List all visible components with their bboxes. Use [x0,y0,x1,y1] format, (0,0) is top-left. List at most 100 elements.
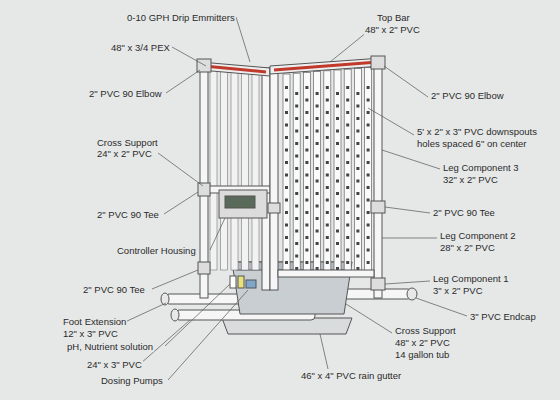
plant-hole [356,192,359,195]
plant-hole [336,217,339,220]
callout-label: holes spaced 6" on center [416,138,528,149]
callout-label: 3" PVC Endcap [469,311,537,322]
plant-hole [295,205,298,208]
plant-hole [316,242,319,245]
plant-hole [305,111,308,114]
elbow [371,56,385,69]
downspout [324,71,331,274]
plant-hole [346,111,349,114]
pex-line [274,62,378,70]
plant-hole [316,230,319,233]
plant-hole [295,167,298,170]
callout-label: 2" PVC 90 Elbow [88,88,163,99]
plant-hole [356,155,359,158]
elbow [197,59,211,72]
plant-hole [367,99,370,102]
plant-hole [295,242,298,245]
plant-hole [367,211,370,214]
controller-housing [219,190,267,218]
plant-hole [346,99,349,102]
plant-hole [316,117,319,120]
tee [198,262,210,274]
plant-hole [346,261,349,264]
plant-hole [346,174,349,177]
plant-hole [356,180,359,183]
plant-hole [285,174,288,177]
callout-label: Leg Component 3 [442,162,520,173]
callout-label: Cross Support [394,325,457,336]
plant-hole [326,236,329,239]
end-cap [171,309,179,321]
downspout [283,74,290,274]
downspout [210,70,217,270]
plant-hole [316,92,319,95]
plant-hole [346,211,349,214]
plant-hole [326,224,329,227]
plant-hole [305,261,308,264]
plant-hole [336,155,339,158]
callout-label: Leg Component 1 [432,273,510,284]
plant-hole [305,199,308,202]
plant-hole [367,186,370,189]
top-bar [270,58,382,74]
callout-label: 2" PVC 90 Elbow [430,90,505,101]
plant-hole [367,249,370,252]
plant-hole [367,224,370,227]
plant-hole [336,255,339,258]
plant-hole [356,205,359,208]
leg [374,60,382,298]
plant-hole [305,174,308,177]
plant-hole [295,255,298,258]
plant-hole [326,174,329,177]
plant-hole [285,86,288,89]
plant-hole [305,124,308,127]
plant-hole [295,180,298,183]
plant-hole [367,199,370,202]
plant-hole [356,230,359,233]
plant-hole [367,236,370,239]
plant-hole [336,167,339,170]
downspout [354,68,361,274]
callout-label: Top Bar [376,12,411,23]
plant-hole [316,155,319,158]
callout-label: 24" x 3" PVC [86,359,143,370]
plant-hole [346,199,349,202]
plant-hole [346,186,349,189]
plant-hole [305,99,308,102]
plant-hole [326,211,329,214]
plant-hole [316,180,319,183]
plant-hole [367,261,370,264]
plant-hole [316,105,319,108]
downspout [303,72,310,274]
leg [262,68,270,290]
plant-hole [285,149,288,152]
callout-label: 2" PVC 90 Tee [82,284,146,295]
callout-label: 48" x 2" PVC [394,337,451,348]
plant-hole [326,124,329,127]
plant-hole [346,161,349,164]
callout-label: 28" x 2" PVC [439,242,496,253]
plant-hole [285,261,288,264]
plant-hole [326,149,329,152]
callout-label: 2" PVC 90 Tee [96,209,160,220]
plant-hole [285,211,288,214]
plant-hole [305,136,308,139]
callout-label: 0-10 GPH Drip Emmitters [126,12,236,23]
plant-hole [336,130,339,133]
plant-hole [305,161,308,164]
plant-hole [285,199,288,202]
plant-hole [295,217,298,220]
leader-lines [125,17,467,380]
plant-hole [356,167,359,170]
plant-hole [367,136,370,139]
plant-hole [356,92,359,95]
plant-hole [336,142,339,145]
plant-hole [285,224,288,227]
downspout [334,70,341,274]
callout-label: 48" x 2" PVC [364,24,421,35]
callout-label: 46" x 4" PVC rain gutter [300,370,402,381]
plant-hole [346,124,349,127]
plant-hole [346,236,349,239]
plant-hole [346,86,349,89]
pex-line [204,66,266,72]
